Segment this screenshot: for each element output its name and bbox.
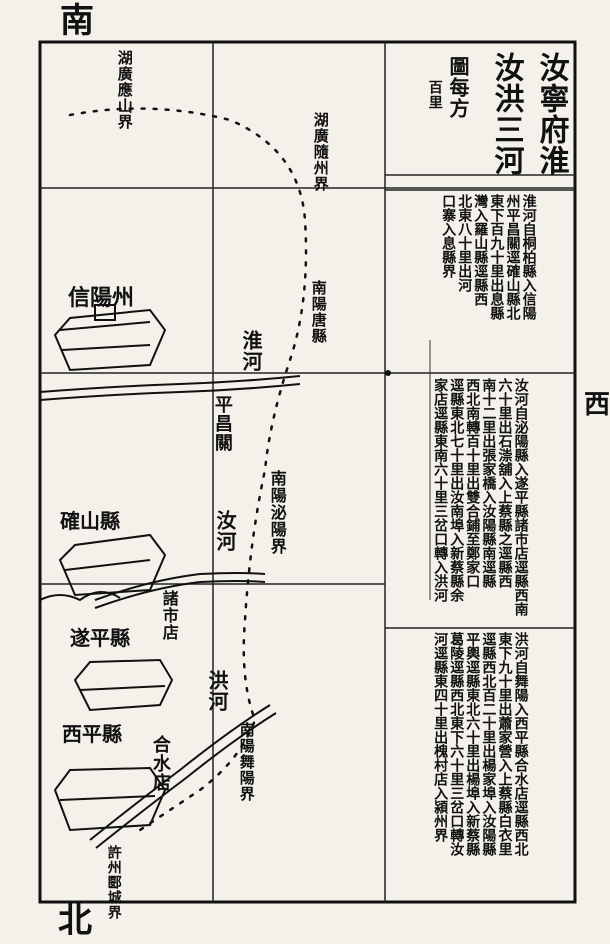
scale-note: 圖每方 [446,56,470,119]
grid-lines [40,42,575,902]
huai-river-line-1 [39,375,301,393]
label-suiping: 遂平縣 [70,626,130,650]
huai-river-line-2 [39,383,301,401]
text-ru-line: 六十里出石漴舖入上蔡縣之逕縣西 [496,378,513,588]
text-hong-line: 葛陵逕縣西北東下六十里三岔口轉汝 [448,632,465,856]
label-nanyang-biyang: 南陽泌陽界 [267,470,287,555]
city-suiping-symbol [73,658,174,712]
direction-west: 西 [584,390,610,420]
scale-note-sub: 百里 [426,80,443,110]
hong-river-line-1 [89,704,271,841]
label-huguang-sui: 湖廣隨州界 [311,112,330,192]
text-huai-line: 州平昌關逕確山縣北 [504,194,521,320]
label-nanyang-tang: 南陽唐縣 [309,280,328,344]
text-hong-line: 平輿逕縣東北六十里出楊埠入新蔡縣 [464,632,481,856]
hong-river-line-2 [95,712,277,849]
ru-river-line-1 [94,572,266,601]
text-hong-line: 東下九十里出蕭家營入上蔡縣白衣里 [496,632,513,856]
label-nanyang-wuyang: 南陽舞陽界 [237,722,256,802]
text-ru-line: 逕縣東北七十里出汝南埠入新蔡縣余 [448,378,465,602]
label-hong-river: 洪河 [205,670,229,712]
outer-border [38,40,577,904]
city-xiping-symbol [53,766,167,832]
text-huai: 淮河自桐柏縣入信陽 州平昌關逕確山縣北 東下百九十里出息縣 灣入羅山縣逕縣西 北… [440,194,537,370]
city-queshan-symbol [39,533,167,602]
label-ru-river: 汝河 [213,510,237,552]
text-ru: 汝河自泌陽縣入遂平縣諸市店逕縣西南 六十里出石漴舖入上蔡縣之逕縣西 南十二里出張… [432,378,529,624]
label-xu-yancheng: 許州郾城界 [105,845,122,920]
text-huai-line: 淮河自桐柏縣入信陽 [520,194,537,320]
text-hong-line: 洪河自舞陽入西平縣合水店逕縣西北 [512,632,529,856]
text-hong-line: 逕縣西北百二十里出楊家埠入汝陽縣 [480,632,497,856]
text-ru-line: 西北南轉百十里出雙合鋪至鄭家口 [464,378,481,588]
text-ru-line: 汝河自泌陽縣入遂平縣諸市店逕縣西南 [512,378,529,616]
text-huai-line: 口寨入息縣界 [440,194,457,278]
direction-north: 北 [58,901,92,941]
label-xiping: 西平縣 [62,722,122,746]
title-main: 汝寧府淮 [533,52,569,176]
text-huai-line: 北東八十里出河 [456,194,473,292]
text-hong: 洪河自舞陽入西平縣合水店逕縣西北 東下九十里出蕭家營入上蔡縣白衣里 逕縣西北百二… [432,632,529,898]
text-huai-line: 灣入羅山縣逕縣西 [472,194,489,306]
text-ru-line: 家店逕縣東南六十里三岔口轉入洪河 [432,378,449,602]
label-heshui-dian: 合水店 [149,735,171,792]
text-ru-line: 南十二里出張家橋入汝陽縣南逕縣 [480,378,497,588]
text-hong-line: 河逕縣東四十里出槐村店入潁州界 [432,632,449,842]
text-huai-line: 東下百九十里出息縣 [488,194,505,320]
label-huai-river: 淮河 [239,330,263,372]
direction-south: 南 [60,1,94,41]
label-queshan: 確山縣 [60,509,120,533]
ru-river-line-2 [94,580,266,609]
title-second: 汝洪三河 [488,52,524,176]
city-xinyang-symbol [53,304,167,372]
center-dot [385,370,391,376]
boundary-line [68,107,308,832]
label-huguang-ying: 湖廣應山界 [115,50,134,130]
label-pingchang-guan: 平昌關 [211,395,233,452]
label-xinyang: 信陽州 [68,285,135,311]
label-zhushi-dian: 諸市店 [159,590,179,641]
